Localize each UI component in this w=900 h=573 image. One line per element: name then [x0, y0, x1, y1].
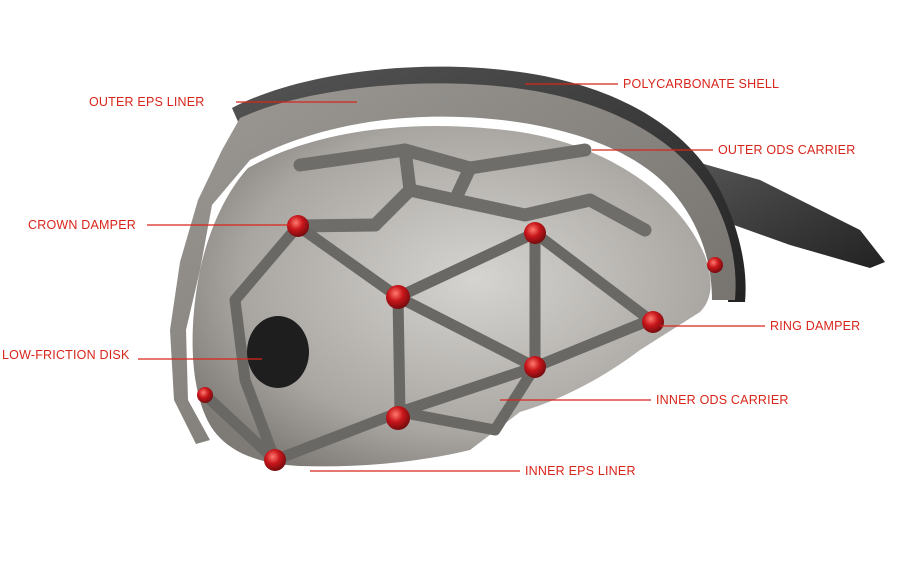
label-inner-eps-liner: INNER EPS LINER: [525, 464, 636, 478]
label-crown-damper: CROWN DAMPER: [28, 218, 136, 232]
label-polycarbonate-shell: POLYCARBONATE SHELL: [623, 77, 780, 91]
outer-ods-carrier: [291, 143, 652, 237]
low-friction-disk-shape: [247, 316, 309, 388]
label-outer-ods-carrier: OUTER ODS CARRIER: [718, 143, 856, 157]
damper-marker: [386, 285, 410, 309]
ring-damper-marker: [642, 311, 664, 333]
polycarbonate-shell: [232, 66, 746, 302]
damper-marker: [386, 406, 410, 430]
inner-eps-liner: [192, 126, 711, 467]
damper-marker: [264, 449, 286, 471]
damper-marker: [524, 222, 546, 244]
leader-lines: [138, 83, 765, 472]
damper-marker: [197, 387, 213, 403]
visor: [690, 160, 885, 268]
label-outer-eps-liner: OUTER EPS LINER: [89, 95, 205, 109]
label-low-friction-disk: LOW-FRICTION DISK: [2, 348, 130, 362]
crown-damper-marker: [287, 215, 309, 237]
dampers: [197, 215, 723, 471]
damper-marker: [524, 356, 546, 378]
damper-marker: [707, 257, 723, 273]
label-ring-damper: RING DAMPER: [770, 319, 861, 333]
label-inner-ods-carrier: INNER ODS CARRIER: [656, 393, 789, 407]
inner-ods-carrier: [199, 220, 656, 466]
